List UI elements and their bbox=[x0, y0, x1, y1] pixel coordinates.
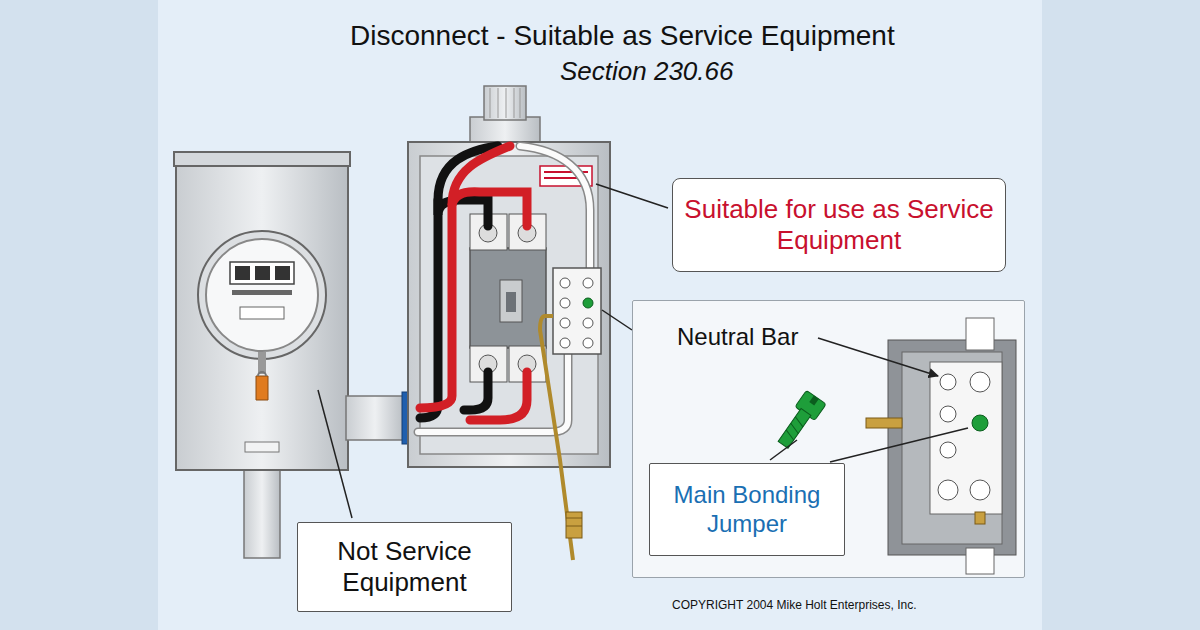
neutral-bar bbox=[553, 268, 601, 354]
grounding-electrode-conductor bbox=[566, 512, 582, 538]
grounding-electrode-conductor bbox=[566, 518, 582, 526]
meter-enclosure bbox=[235, 266, 250, 280]
meter-enclosure bbox=[176, 158, 348, 470]
neutral-bar bbox=[583, 298, 593, 308]
meter-enclosure bbox=[206, 239, 318, 351]
bonding-jumper-screw bbox=[784, 417, 805, 440]
neutral-bar-closeup bbox=[866, 418, 902, 428]
neutral-bar-closeup bbox=[938, 480, 958, 500]
callout-box: Main Bonding Jumper bbox=[649, 463, 845, 556]
neutral-bar-closeup bbox=[970, 480, 990, 500]
conduit-nipple bbox=[346, 396, 404, 440]
neutral-bar-closeup bbox=[972, 415, 988, 431]
callout-text: Not Service Equipment bbox=[306, 536, 503, 598]
disconnect-panel bbox=[484, 86, 526, 120]
meter-enclosure bbox=[258, 372, 266, 376]
meter-enclosure bbox=[232, 290, 292, 295]
neutral-bar-closeup bbox=[866, 318, 1016, 574]
neutral-bar-closeup bbox=[966, 548, 994, 574]
service-conductors bbox=[420, 200, 438, 418]
neutral-conductor bbox=[520, 146, 590, 276]
disconnect-panel bbox=[408, 86, 610, 467]
neutral-bar bbox=[583, 338, 593, 348]
meter-enclosure bbox=[255, 266, 270, 280]
part-name: Neutral Bar bbox=[677, 323, 798, 352]
section-reference: Section 230.66 bbox=[560, 56, 733, 87]
main-breaker bbox=[470, 214, 546, 382]
neutral-bar bbox=[583, 318, 593, 328]
callout-text: Main Bonding Jumper bbox=[658, 481, 836, 539]
neutral-bar-closeup bbox=[975, 512, 985, 524]
main-breaker bbox=[506, 292, 516, 312]
service-conductors bbox=[464, 372, 488, 410]
leader-line bbox=[602, 310, 632, 330]
meter-enclosure bbox=[258, 352, 266, 374]
neutral-bar bbox=[553, 268, 601, 354]
neutral-bar-closeup bbox=[940, 374, 956, 390]
main-breaker bbox=[470, 248, 546, 348]
background-side bbox=[1042, 0, 1200, 630]
meter-enclosure bbox=[256, 376, 268, 400]
leader-line bbox=[830, 428, 968, 462]
disconnect-panel bbox=[490, 88, 520, 118]
meter-enclosure bbox=[240, 307, 284, 319]
callout-box: Not Service Equipment bbox=[297, 522, 512, 612]
neutral-bar-closeup bbox=[966, 318, 994, 350]
callout-box: Suitable for use as Service Equipment bbox=[672, 178, 1006, 272]
bonding-jumper-screw bbox=[809, 396, 819, 406]
meter-enclosure bbox=[174, 152, 350, 166]
background-side bbox=[0, 0, 158, 630]
bonding-jumper-screw bbox=[773, 390, 826, 451]
leader-line bbox=[318, 390, 352, 518]
service-conductors bbox=[420, 146, 527, 420]
service-conductors bbox=[470, 372, 527, 420]
neutral-bar bbox=[560, 298, 570, 308]
neutral-bar-closeup bbox=[940, 442, 956, 458]
leader-line bbox=[770, 440, 797, 460]
leader-line bbox=[818, 338, 938, 376]
neutral-bar bbox=[560, 338, 570, 348]
disconnect-panel bbox=[470, 117, 540, 143]
meter-enclosure bbox=[244, 468, 280, 558]
service-conductors bbox=[452, 146, 527, 226]
neutral-bar-closeup bbox=[888, 340, 1016, 555]
neutral-bar bbox=[560, 318, 570, 328]
neutral-conductor bbox=[520, 146, 590, 276]
neutral-bar bbox=[583, 278, 593, 288]
main-breaker bbox=[500, 280, 522, 322]
diagram-title: Disconnect - Suitable as Service Equipme… bbox=[350, 20, 895, 52]
meter-enclosure bbox=[198, 231, 326, 359]
meter-enclosure bbox=[275, 266, 290, 280]
inset-panel bbox=[632, 300, 1025, 578]
disconnect-panel bbox=[408, 142, 610, 467]
leader-line bbox=[596, 184, 668, 208]
meter-enclosure bbox=[245, 442, 279, 452]
neutral-bar bbox=[560, 278, 570, 288]
service-conductors bbox=[420, 205, 452, 408]
copyright-note: COPYRIGHT 2004 Mike Holt Enterprises, In… bbox=[672, 598, 917, 612]
conduit-nipple bbox=[346, 392, 414, 444]
meter-enclosure bbox=[174, 152, 350, 558]
neutral-bar-closeup bbox=[970, 372, 990, 392]
inset-panel: Neutral BarMain Bonding Jumper bbox=[632, 300, 1025, 578]
grounding-electrode-conductor bbox=[540, 316, 582, 560]
neutral-bar-closeup bbox=[902, 352, 1002, 544]
meter-enclosure bbox=[230, 262, 294, 284]
neutral-bar-closeup bbox=[940, 406, 956, 422]
neutral-bar-closeup bbox=[930, 362, 1002, 514]
background-band bbox=[158, 0, 1042, 630]
callout-text: Suitable for use as Service Equipment bbox=[683, 194, 995, 256]
